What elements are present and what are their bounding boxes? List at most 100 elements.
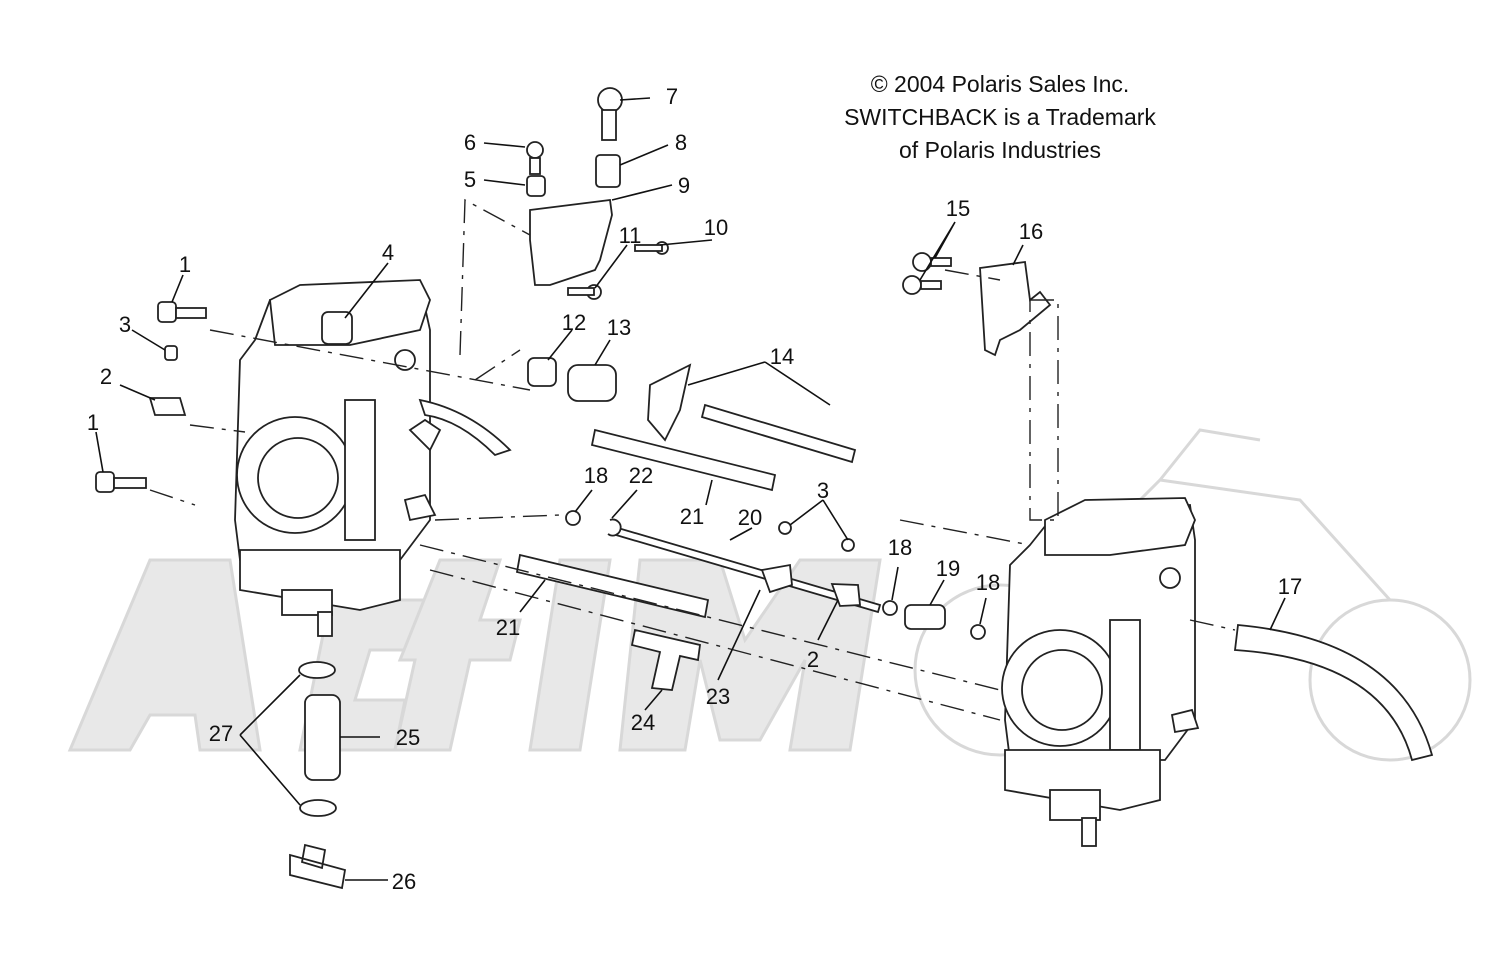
callout-18-mid: 18	[888, 535, 912, 560]
right-carb-side-rail	[1109, 619, 1141, 751]
screw-shaft-6	[529, 157, 541, 175]
clip-22	[607, 518, 622, 537]
hose-25	[304, 694, 341, 781]
callout-11: 11	[619, 223, 642, 248]
right-carb-float-bowl	[1004, 749, 1161, 811]
callout-26: 26	[392, 869, 416, 894]
shaft-14	[700, 403, 857, 464]
shaft-21-upper	[590, 428, 777, 492]
callout-18-right: 18	[976, 570, 1000, 595]
callout-23: 23	[706, 684, 730, 709]
screw-head-7	[597, 87, 623, 113]
left-carb-drain	[281, 589, 333, 616]
screw-3-left	[164, 345, 178, 361]
trademark-line-2: of Polaris Industries	[899, 137, 1101, 163]
screw-head-6	[526, 141, 544, 159]
callout-14: 14	[770, 344, 794, 369]
callout-1-top: 1	[179, 252, 191, 277]
spring-19	[904, 604, 946, 630]
spring-5	[526, 175, 546, 197]
callout-13: 13	[607, 315, 631, 340]
callout-4: 4	[382, 240, 394, 265]
cam-14	[647, 363, 692, 442]
collar-13	[567, 364, 617, 402]
left-carb-top-boss	[321, 311, 353, 345]
callout-3-left: 3	[119, 312, 131, 337]
callout-21-upper: 21	[680, 504, 704, 529]
spring-12	[527, 357, 557, 387]
left-carb-bore-inner	[257, 437, 339, 519]
left-carburetor	[234, 279, 512, 637]
screw-shaft-11	[567, 287, 595, 296]
left-carb-vent-hose	[418, 398, 512, 457]
screw-1-top	[157, 301, 207, 323]
screw-15-top	[912, 252, 932, 272]
left-carb-fitting	[408, 418, 442, 452]
right-carb-fitting	[1170, 708, 1200, 734]
right-carb-drain	[1049, 789, 1101, 821]
callout-19: 19	[936, 556, 960, 581]
callout-15: 15	[946, 196, 970, 221]
right-carburetor	[1001, 497, 1200, 847]
screw-1-bottom	[95, 471, 147, 493]
callout-22: 22	[629, 463, 653, 488]
copyright-caption: © 2004 Polaris Sales Inc. SWITCHBACK is …	[810, 68, 1190, 167]
callout-27: 27	[209, 721, 233, 746]
right-carb-boss	[1159, 567, 1181, 589]
callout-6: 6	[464, 130, 476, 155]
lever-23	[760, 563, 793, 594]
callout-9: 9	[678, 173, 690, 198]
callout-2-left: 2	[100, 364, 112, 389]
fuel-hose-17	[1233, 624, 1434, 762]
left-carb-fitting-2	[403, 493, 437, 522]
clamp-27-bottom	[299, 799, 337, 817]
callout-7: 7	[666, 84, 678, 109]
right-carb-drain-nipple	[1081, 817, 1097, 847]
callout-16: 16	[1019, 219, 1043, 244]
callout-18-left: 18	[584, 463, 608, 488]
screw-3-center-b	[841, 538, 855, 552]
callout-2-center: 2	[807, 647, 819, 672]
watermark-letter-a	[67, 558, 262, 752]
copyright-line: © 2004 Polaris Sales Inc.	[870, 71, 1130, 97]
screw-3-center-a	[778, 521, 792, 535]
left-carb-side-rail	[344, 399, 376, 541]
left-carb-drain-nipple	[317, 611, 333, 637]
tee-fitting-26	[289, 843, 347, 890]
right-carb-top	[1044, 497, 1196, 556]
callout-24: 24	[631, 710, 655, 735]
right-carb-bore-inner	[1021, 649, 1103, 731]
bracket-16	[979, 260, 1052, 357]
watermark-logo	[67, 428, 1472, 762]
screw-15-top-shaft	[930, 257, 952, 267]
screw-shaft-10	[634, 244, 663, 252]
trademark-line-1: SWITCHBACK is a Trademark	[844, 104, 1156, 130]
callout-1-bottom: 1	[87, 410, 99, 435]
callout-3-center: 3	[817, 478, 829, 503]
assembly-lines	[149, 198, 1236, 721]
callout-labels: 1 1 2 2 3 3 4 5 6 7 8 9 10 11 12 13 14 1…	[87, 84, 1302, 894]
callout-21-lower: 21	[496, 615, 520, 640]
left-carb-float-bowl	[239, 549, 401, 611]
washer-18-mid	[882, 600, 898, 616]
spring-8	[595, 154, 621, 188]
shaft-21-lower	[515, 553, 710, 619]
callout-17: 17	[1278, 574, 1302, 599]
callout-5: 5	[464, 167, 476, 192]
clamp-2-center	[830, 583, 861, 607]
watermark-wheel-rear	[1308, 598, 1472, 762]
bracket-9	[529, 198, 613, 286]
watermark-letter-i	[528, 558, 612, 752]
throttle-bracket	[526, 87, 669, 300]
callout-12: 12	[562, 310, 586, 335]
callout-25: 25	[396, 725, 420, 750]
leader-lines	[95, 97, 1286, 881]
callout-8: 8	[675, 130, 687, 155]
clamp-27-top	[298, 661, 336, 679]
screw-shaft-7	[601, 109, 617, 141]
washer-18-left	[565, 510, 581, 526]
clamp-2-left	[148, 397, 187, 416]
screw-15-bottom-shaft	[920, 280, 942, 290]
